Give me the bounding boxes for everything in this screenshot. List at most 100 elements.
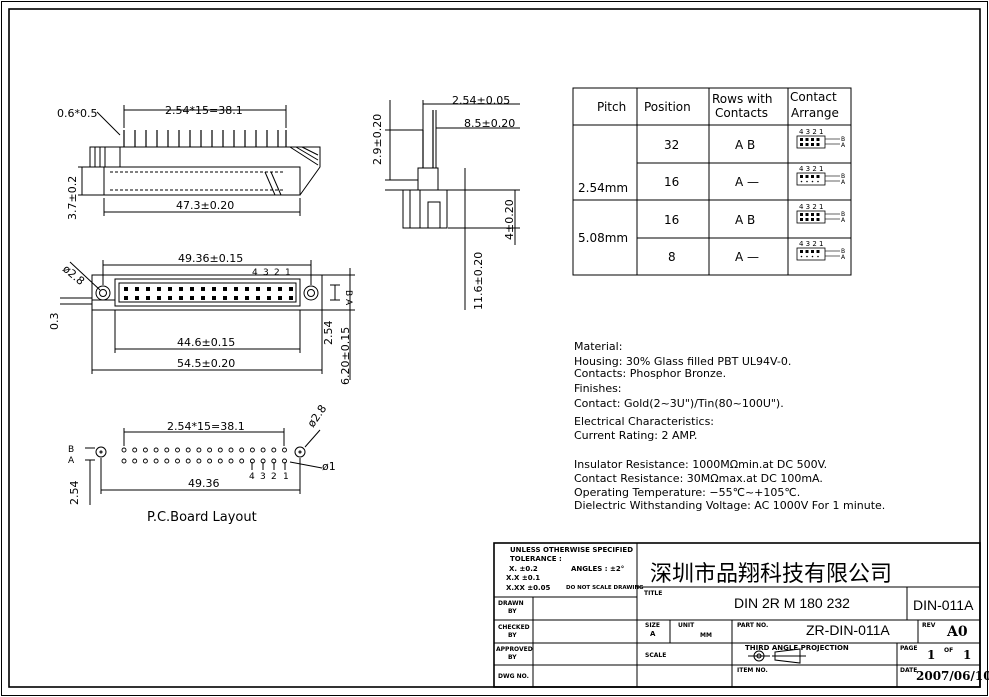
front-pins: /* placeholder */ <box>124 287 293 300</box>
arrange-dot <box>816 213 820 216</box>
front-contact <box>168 296 172 300</box>
arrange-dot <box>811 138 814 141</box>
arrange-b: B <box>841 136 845 143</box>
front-contact <box>223 296 227 300</box>
dim-front-w1: 49.36±0.15 <box>178 252 243 265</box>
dim-front-h2: 6.20±0.15 <box>339 327 352 385</box>
arrange-dot <box>800 255 803 258</box>
dim-top-width: 47.3±0.20 <box>176 199 234 212</box>
spec-electrical: Electrical Characteristics: <box>574 415 715 428</box>
arrange-dot <box>805 213 809 216</box>
arrange-dot <box>805 143 809 146</box>
front-contact <box>179 296 183 300</box>
dim-front-w2: 44.6±0.15 <box>177 336 235 349</box>
dim-side-h2: 4±0.20 <box>503 199 516 240</box>
front-contact <box>124 287 128 291</box>
pcb-hole <box>196 458 202 464</box>
pcb-hole <box>175 458 180 464</box>
title-block <box>493 542 981 688</box>
front-contact <box>245 287 249 291</box>
arrange-icon: 4 3 2 1BA <box>796 240 846 261</box>
rows-3: A B <box>735 213 755 227</box>
arrange-icon: 4 3 2 1BA <box>796 128 846 149</box>
pcb-hole <box>196 447 202 453</box>
approved-by-2: BY <box>508 654 517 661</box>
dim-side-pitch: 2.54±0.05 <box>452 94 510 107</box>
pcb-hole <box>207 447 213 453</box>
arrange-dot <box>817 255 819 258</box>
front-contact <box>135 296 139 300</box>
unit-value: MM <box>700 632 712 639</box>
th-arr-1: Contact <box>790 90 837 104</box>
arrange-a: A <box>841 254 846 261</box>
front-contact <box>223 287 227 291</box>
dim-pcb-h: 2.54 <box>68 481 81 506</box>
arrange-dot <box>816 250 820 253</box>
front-row-b: B <box>343 290 353 296</box>
pcb-hole <box>132 447 138 453</box>
rows-2: A — <box>735 175 759 189</box>
arrange-dot <box>800 175 803 178</box>
front-contact <box>157 296 161 300</box>
dim-top-height: 3.7±0.2 <box>66 176 79 220</box>
drawing-code: DIN-011A <box>913 597 974 613</box>
arrange-dot <box>816 143 820 146</box>
dim-front-w3: 54.5±0.20 <box>177 357 235 370</box>
arrange-dot <box>811 250 814 253</box>
page-value: 1 <box>927 648 936 662</box>
pcb-hole <box>249 447 255 453</box>
spec-housing: Housing: 30% Glass filled PBT UL94V-0. <box>574 355 792 368</box>
front-contact <box>212 287 216 291</box>
front-pin-4: 4 <box>252 268 258 278</box>
arrange-numbers: 4 3 2 1 <box>799 240 824 248</box>
front-contact <box>168 287 172 291</box>
company-name: 深圳市品翔科技有限公司 <box>650 562 893 587</box>
arrange-box <box>796 247 826 261</box>
front-contact <box>278 296 282 300</box>
dim-pcb-hole: ø1 <box>322 460 336 473</box>
th-arr-2: Arrange <box>791 106 839 120</box>
arrange-dot <box>811 143 814 146</box>
pcb-hole <box>282 458 287 464</box>
front-pin-1: 1 <box>285 268 291 278</box>
pcb-hole <box>249 458 255 464</box>
arrange-box <box>796 135 826 149</box>
spec-current: Current Rating: 2 AMP. <box>574 429 698 442</box>
no-scale: DO NOT SCALE DRAWING <box>566 585 644 591</box>
dim-side-offset: 8.5±0.20 <box>464 117 515 130</box>
pcb-hole <box>164 458 170 464</box>
dim-top-pitch: 2.54*15=38.1 <box>165 104 243 117</box>
front-contact <box>234 287 238 291</box>
tol-xxx: X.XX ±0.05 <box>506 584 551 592</box>
drawing-title: DIN 2R M 180 232 <box>734 595 850 611</box>
arrange-dot <box>805 250 809 253</box>
date-value: 2007/06/10 <box>916 669 989 683</box>
pcb-holes <box>121 447 287 464</box>
front-pin-3: 3 <box>263 268 269 278</box>
front-contact <box>146 296 150 300</box>
title-label: TITLE <box>644 590 663 597</box>
part-number: ZR-DIN-011A <box>806 622 890 638</box>
tol-angles: ANGLES : ±2° <box>571 565 625 573</box>
front-contact <box>157 287 161 291</box>
pcb-hole <box>132 458 138 464</box>
rows-1: A B <box>735 138 755 152</box>
front-contact <box>234 296 238 300</box>
pcb-pin-4: 4 <box>249 472 255 482</box>
pcb-hole <box>121 458 127 464</box>
dim-pcb-w: 49.36 <box>188 477 220 490</box>
front-contact <box>278 287 282 291</box>
front-contact <box>256 296 260 300</box>
spec-finishes: Finishes: <box>574 382 622 395</box>
arrange-dot <box>811 213 814 216</box>
dim-front-03: 0.3 <box>48 313 61 331</box>
front-contact <box>267 296 271 300</box>
arrange-dot <box>816 138 820 141</box>
arrange-dot <box>805 218 809 221</box>
arrange-a: A <box>841 142 846 149</box>
pcb-hole <box>121 447 127 453</box>
spec-temp: Operating Temperature: −55℃~+105℃. <box>574 486 801 499</box>
front-contact <box>146 287 150 291</box>
pcb-pin-2: 2 <box>271 472 277 482</box>
